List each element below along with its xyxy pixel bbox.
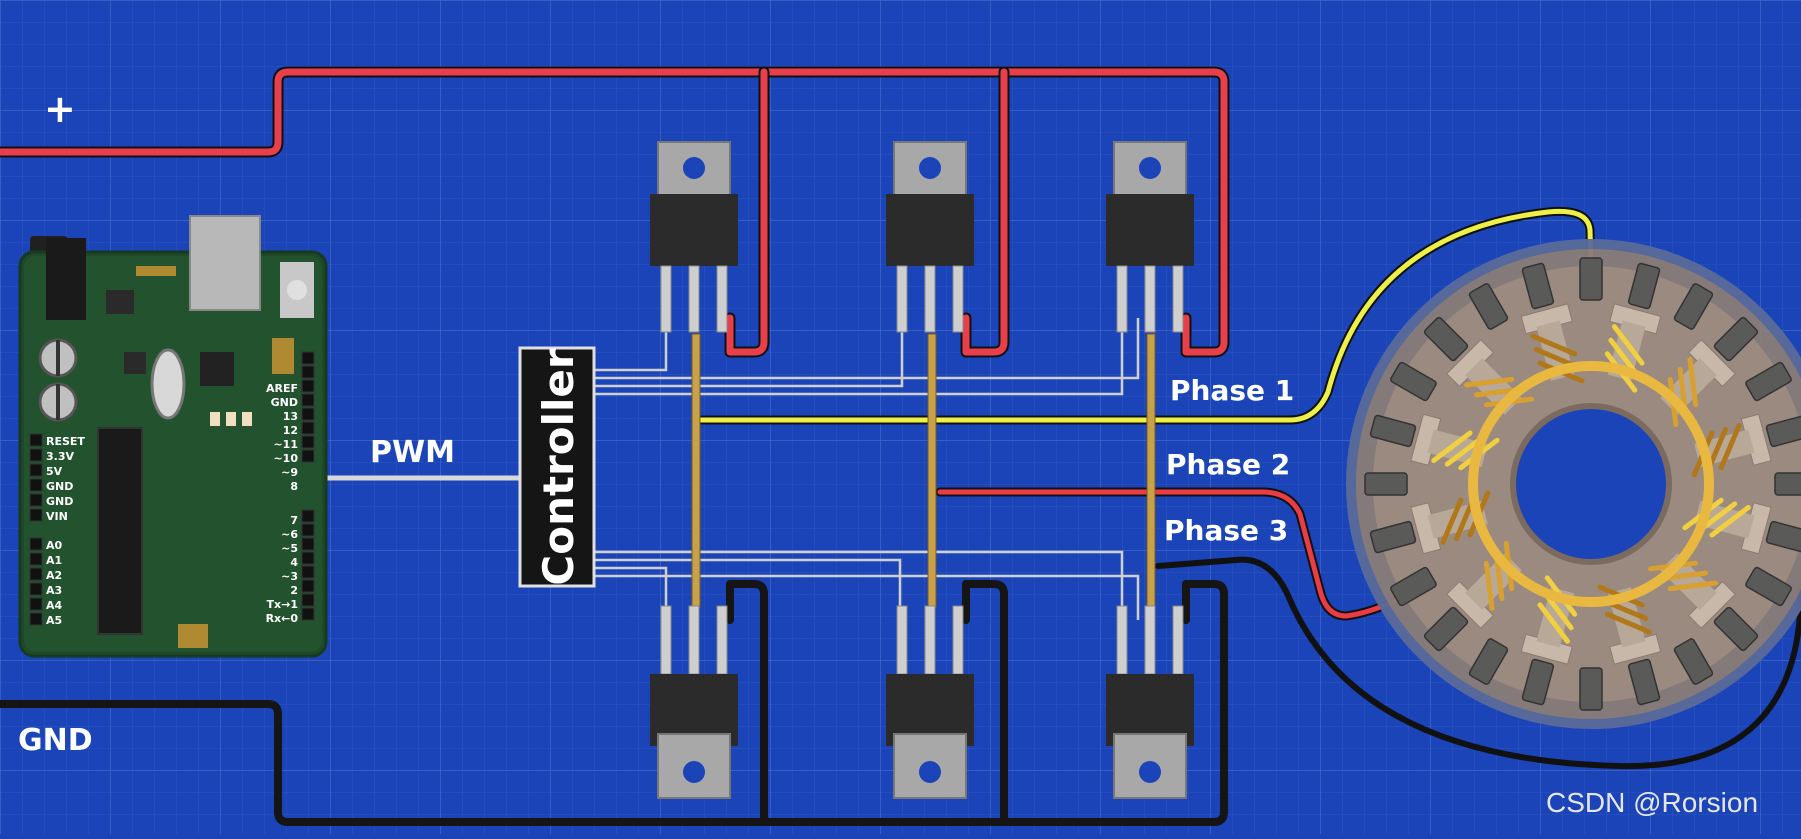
digital-header <box>301 351 315 621</box>
power-analog-header <box>29 433 43 626</box>
mosfet-low-1 <box>650 605 738 799</box>
analog-pin-label: A2 <box>46 569 62 582</box>
analog-pin-label: A3 <box>46 584 62 597</box>
phase3-label: Phase 3 <box>1164 514 1288 547</box>
mosfet-array <box>650 141 1194 799</box>
watermark: CSDN @Rorsion <box>1546 787 1758 818</box>
digital-pin-label: 7 <box>290 514 298 527</box>
digital-pin-label: Tx→1 <box>267 598 298 611</box>
motor-hub <box>1510 403 1672 565</box>
rotor-magnets <box>1364 257 1801 711</box>
mosfet-low-2 <box>886 605 974 799</box>
mosfet-low-3 <box>1106 605 1194 799</box>
digital-pin-label: ~10 <box>273 452 298 465</box>
digital-pin-label: Rx←0 <box>266 612 299 625</box>
bldc-motor <box>1346 239 1801 729</box>
digital-pin-label: 4 <box>290 556 298 569</box>
digital-pin-label: 12 <box>283 424 298 437</box>
phase-wires <box>695 206 1801 770</box>
digital-pin-label: ~6 <box>281 528 298 541</box>
analog-pin-label: A5 <box>46 614 62 627</box>
analog-pin-label: GND <box>46 480 73 493</box>
digital-pin-label: 8 <box>290 480 298 493</box>
phase2-label: Phase 2 <box>1166 448 1290 481</box>
positive-rail <box>0 66 1230 358</box>
positive-label: + <box>44 87 76 131</box>
digital-pin-label: ~11 <box>273 438 298 451</box>
ground-rail <box>0 580 1228 826</box>
mosfet-high-1 <box>650 141 738 333</box>
digital-pin-label: 13 <box>283 410 298 423</box>
digital-pin-label: ~5 <box>281 542 298 555</box>
ground-label: GND <box>18 723 93 758</box>
analog-pin-label: 5V <box>46 465 63 478</box>
analog-pin-label: A1 <box>46 554 62 567</box>
usb-chip <box>200 352 234 386</box>
controller-label: Controller <box>534 348 583 586</box>
analog-pin-label: A0 <box>46 539 63 552</box>
mosfet-high-3 <box>1106 141 1194 333</box>
analog-pin-label: GND <box>46 495 73 508</box>
digital-pin-label: 2 <box>290 584 298 597</box>
phase1-label: Phase 1 <box>1170 374 1294 407</box>
digital-pin-label: AREF <box>266 382 298 395</box>
usb-port <box>189 215 261 311</box>
digital-pin-label: ~3 <box>281 570 298 583</box>
crystal <box>150 348 186 420</box>
digital-pin-label: ~9 <box>281 466 298 479</box>
analog-pin-label: VIN <box>46 510 68 523</box>
microcontroller-chip <box>97 427 143 635</box>
power-jack <box>46 238 86 320</box>
digital-pin-label: GND <box>271 396 298 409</box>
mosfet-high-2 <box>886 141 974 333</box>
winding-ring <box>1468 361 1714 607</box>
analog-pin-label: RESET <box>46 435 85 448</box>
controller-block: Controller <box>518 346 596 588</box>
pwm-label: PWM <box>370 435 455 470</box>
analog-pin-label: A4 <box>46 599 63 612</box>
analog-pin-label: 3.3V <box>46 450 74 463</box>
